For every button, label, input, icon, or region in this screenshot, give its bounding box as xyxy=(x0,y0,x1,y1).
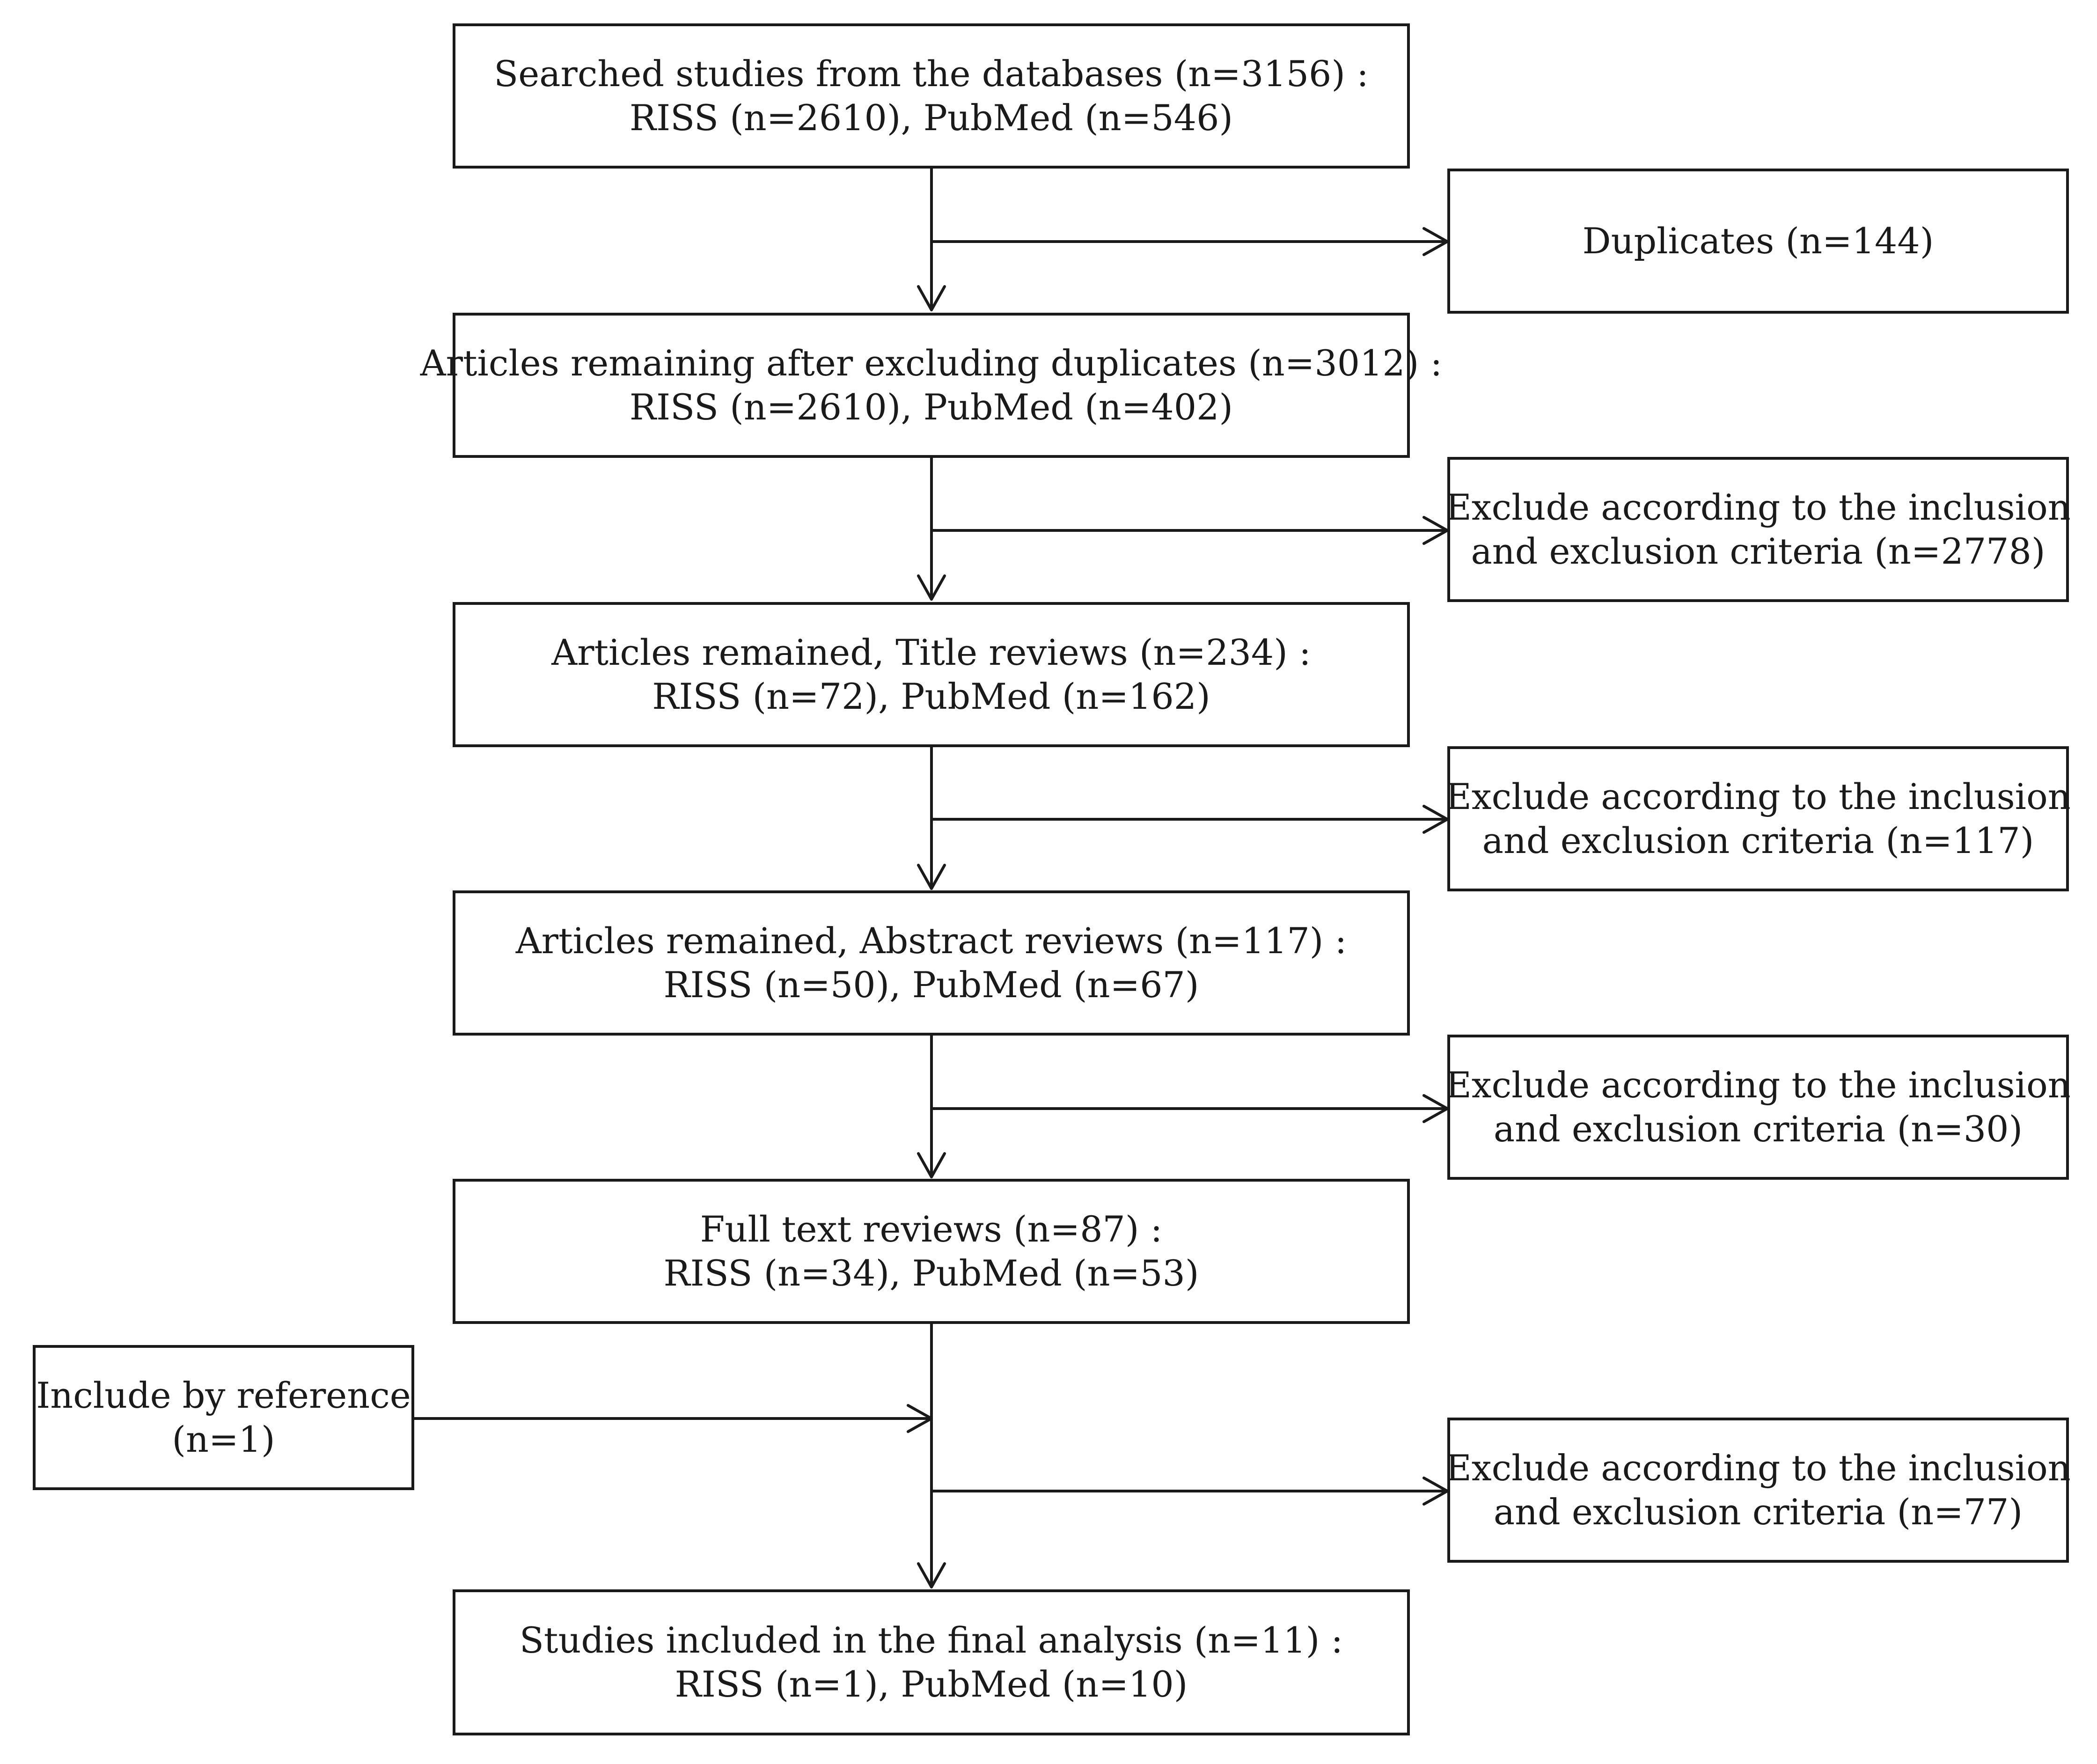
box-line: and exclusion criteria (n=77) xyxy=(1493,1491,2023,1533)
box-line: and exclusion criteria (n=30) xyxy=(1493,1108,2023,1150)
box-exclude-criteria-2: Exclude according to the inclusion and e… xyxy=(1445,746,2071,891)
box-exclude-criteria-4: Exclude according to the inclusion and e… xyxy=(1445,1418,2071,1563)
box-full-text-reviews: Full text reviews (n=87) : RISS (n=34), … xyxy=(453,1179,1410,1324)
box-line: RISS (n=2610), PubMed (n=546) xyxy=(629,97,1233,139)
box-line: (n=1) xyxy=(172,1419,275,1460)
arrowhead-down-2 xyxy=(917,574,946,601)
box-line: Exclude according to the inclusion xyxy=(1445,1064,2071,1106)
box-line: Full text reviews (n=87) : xyxy=(700,1208,1163,1250)
box-include-by-reference: Include by reference (n=1) xyxy=(33,1345,414,1490)
arrowhead-down-1 xyxy=(917,285,946,311)
box-line: and exclusion criteria (n=117) xyxy=(1482,820,2034,861)
box-exclude-criteria-1: Exclude according to the inclusion and e… xyxy=(1445,457,2071,602)
box-line: RISS (n=1), PubMed (n=10) xyxy=(675,1663,1188,1705)
box-after-duplicates: Articles remaining after excluding dupli… xyxy=(420,313,1442,458)
box-line: Searched studies from the databases (n=3… xyxy=(494,53,1369,95)
box-line: RISS (n=72), PubMed (n=162) xyxy=(652,676,1210,717)
box-line: RISS (n=50), PubMed (n=67) xyxy=(663,964,1199,1006)
box-line: Exclude according to the inclusion xyxy=(1445,776,2071,817)
box-searched-studies: Searched studies from the databases (n=3… xyxy=(453,23,1410,169)
box-exclude-criteria-3: Exclude according to the inclusion and e… xyxy=(1445,1035,2071,1180)
box-line: Studies included in the final analysis (… xyxy=(519,1619,1343,1661)
box-line: RISS (n=2610), PubMed (n=402) xyxy=(629,386,1233,428)
box-line: Duplicates (n=144) xyxy=(1582,220,1934,262)
box-line: RISS (n=34), PubMed (n=53) xyxy=(663,1252,1199,1294)
arrowhead-right-include xyxy=(907,1404,933,1433)
box-line: Articles remained, Abstract reviews (n=1… xyxy=(515,920,1347,962)
arrowhead-down-5 xyxy=(917,1562,946,1588)
box-line: and exclusion criteria (n=2778) xyxy=(1471,530,2046,572)
box-line: Articles remained, Title reviews (n=234)… xyxy=(551,632,1311,673)
arrowhead-down-3 xyxy=(917,864,946,890)
box-line: Include by reference xyxy=(36,1374,411,1416)
box-line: Exclude according to the inclusion xyxy=(1445,486,2071,528)
box-duplicates: Duplicates (n=144) xyxy=(1447,169,2069,314)
box-line: Articles remaining after excluding dupli… xyxy=(420,342,1443,384)
arrowhead-down-4 xyxy=(917,1152,946,1178)
box-final-analysis: Studies included in the final analysis (… xyxy=(453,1589,1410,1735)
box-line: Exclude according to the inclusion xyxy=(1445,1447,2071,1489)
box-title-reviews: Articles remained, Title reviews (n=234)… xyxy=(453,602,1410,747)
box-abstract-reviews: Articles remained, Abstract reviews (n=1… xyxy=(453,890,1410,1036)
